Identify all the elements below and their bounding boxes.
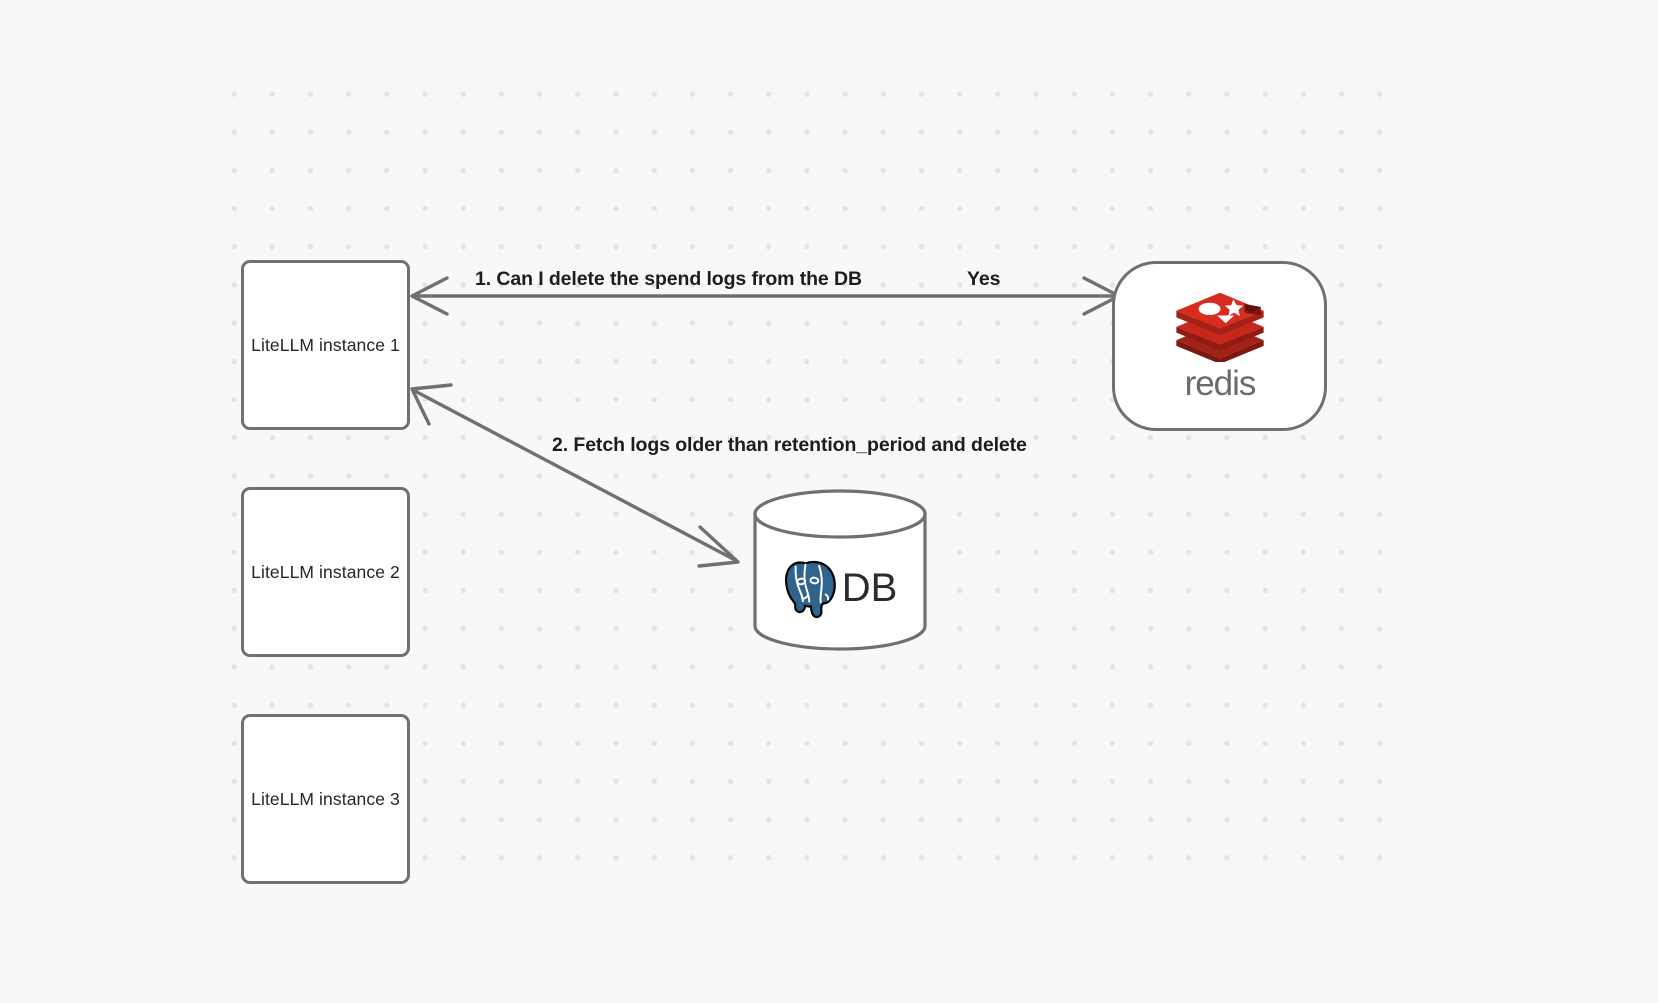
node-label: LiteLLM instance 1 [251, 334, 400, 355]
node-redis[interactable]: redis [1112, 261, 1327, 431]
node-litellm-instance-2[interactable]: LiteLLM instance 2 [241, 487, 410, 657]
node-litellm-instance-1[interactable]: LiteLLM instance 1 [241, 260, 410, 430]
cylinder-shape [753, 489, 927, 651]
node-label: LiteLLM instance 2 [251, 561, 400, 582]
redis-logo-icon [1175, 292, 1264, 362]
redis-wordmark: redis [1184, 364, 1256, 403]
svg-text:redis: redis [1184, 364, 1255, 403]
node-db-cylinder[interactable]: DB [752, 489, 928, 651]
arrowhead-upper-left [410, 383, 453, 426]
node-litellm-instance-3[interactable]: LiteLLM instance 3 [241, 714, 410, 884]
edge-label-step-1: 1. Can I delete the spend logs from the … [475, 268, 862, 290]
db-label: DB [841, 566, 898, 610]
edge-litellm1-db [410, 383, 740, 568]
arrowhead-left [410, 276, 449, 316]
edge-label-yes: Yes [967, 268, 1001, 290]
postgresql-elephant-icon [784, 560, 836, 619]
node-label: LiteLLM instance 3 [251, 788, 400, 809]
edge-label-step-2: 2. Fetch logs older than retention_perio… [552, 434, 1027, 456]
arrowhead-lower-right [697, 525, 740, 568]
